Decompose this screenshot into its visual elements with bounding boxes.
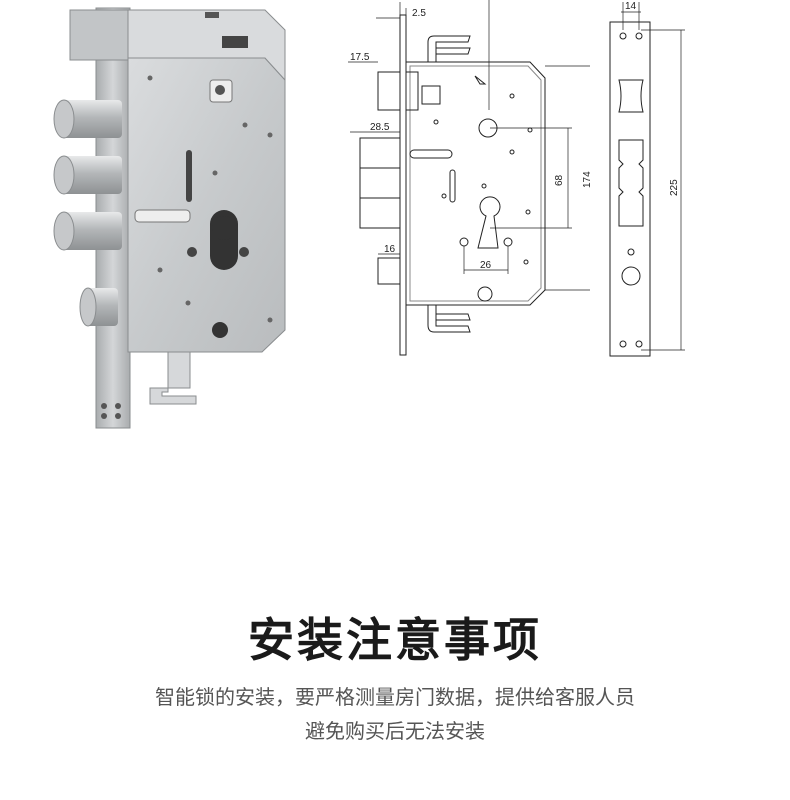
bottom-hook — [149, 351, 197, 405]
lock-case-plate — [127, 57, 286, 353]
dim-17-5: 17.5 — [350, 52, 370, 63]
lock-body-drawing: 2.5 17.5 28.5 68 174 16 26 — [348, 0, 590, 356]
section-description: 智能锁的安装，要严格测量房门数据，提供给客服人员 避免购买后无法安装 — [0, 680, 790, 748]
strike-plate-drawing: 14 225 — [609, 1, 685, 357]
description-line-1: 智能锁的安装，要严格测量房门数据，提供给客服人员 — [155, 685, 635, 709]
dim-14: 14 — [625, 1, 637, 12]
dim-225: 225 — [669, 179, 680, 196]
latch-bolt — [79, 287, 118, 327]
strike-plate-outline — [609, 21, 651, 357]
faceplate-outline — [399, 14, 407, 356]
case-outline — [405, 61, 546, 306]
dim-26: 26 — [480, 260, 492, 271]
top-latch — [69, 9, 131, 61]
deadbolt-middle — [53, 155, 122, 195]
dim-28-5: 28.5 — [370, 122, 390, 133]
dim-16: 16 — [384, 244, 396, 255]
lock-body-photo — [53, 7, 286, 429]
section-title: 安装注意事项 — [248, 613, 542, 667]
dim-174: 174 — [582, 171, 590, 188]
deadbolt-upper — [53, 99, 122, 139]
deadbolt-lower — [53, 211, 122, 251]
dim-68: 68 — [554, 174, 565, 186]
description-line-2: 避免购买后无法安装 — [305, 719, 485, 743]
dim-2-5: 2.5 — [412, 8, 426, 19]
